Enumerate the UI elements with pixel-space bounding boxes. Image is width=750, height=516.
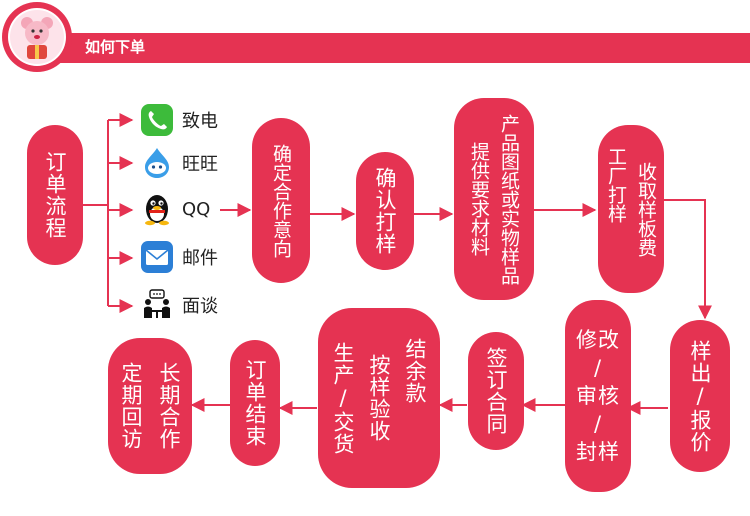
step-sign-contract: 签订合同 <box>468 332 524 450</box>
step-confirm-sample: 确认打样 <box>356 152 414 270</box>
contact-label: 邮件 <box>182 244 218 270</box>
phone-icon <box>140 103 174 137</box>
step-long-term: 长期合作 定期回访 <box>108 338 192 474</box>
contact-label: 旺旺 <box>182 150 218 176</box>
step-confirm-intent: 确定合作意向 <box>252 118 310 283</box>
contact-qq: QQ <box>140 192 210 226</box>
step-order-flow: 订单流程 <box>27 125 83 265</box>
contact-label: 面谈 <box>182 292 218 318</box>
mail-icon <box>140 240 174 274</box>
step-factory-sample: 收取样板费 工厂打样 <box>598 125 664 293</box>
step-provide-materials: 产品图纸或实物样品 提供要求材料 <box>454 98 534 300</box>
step-modify-review: 修改 / 审核 / 封样 <box>565 300 631 492</box>
contact-label: QQ <box>182 199 210 220</box>
step-production-delivery: 结余款 按样验收 生产/交货 <box>318 308 440 488</box>
contact-wangwang: 旺旺 <box>140 146 218 180</box>
step-sample-quote: 样出/报价 <box>670 320 730 472</box>
contact-label: 致电 <box>182 107 218 133</box>
contact-meeting: 面谈 <box>140 288 218 322</box>
qq-icon <box>140 192 174 226</box>
step-order-end: 订单结束 <box>230 340 280 466</box>
meeting-icon <box>140 288 174 322</box>
contact-phone: 致电 <box>140 103 218 137</box>
contact-mail: 邮件 <box>140 240 218 274</box>
wangwang-icon <box>140 146 174 180</box>
